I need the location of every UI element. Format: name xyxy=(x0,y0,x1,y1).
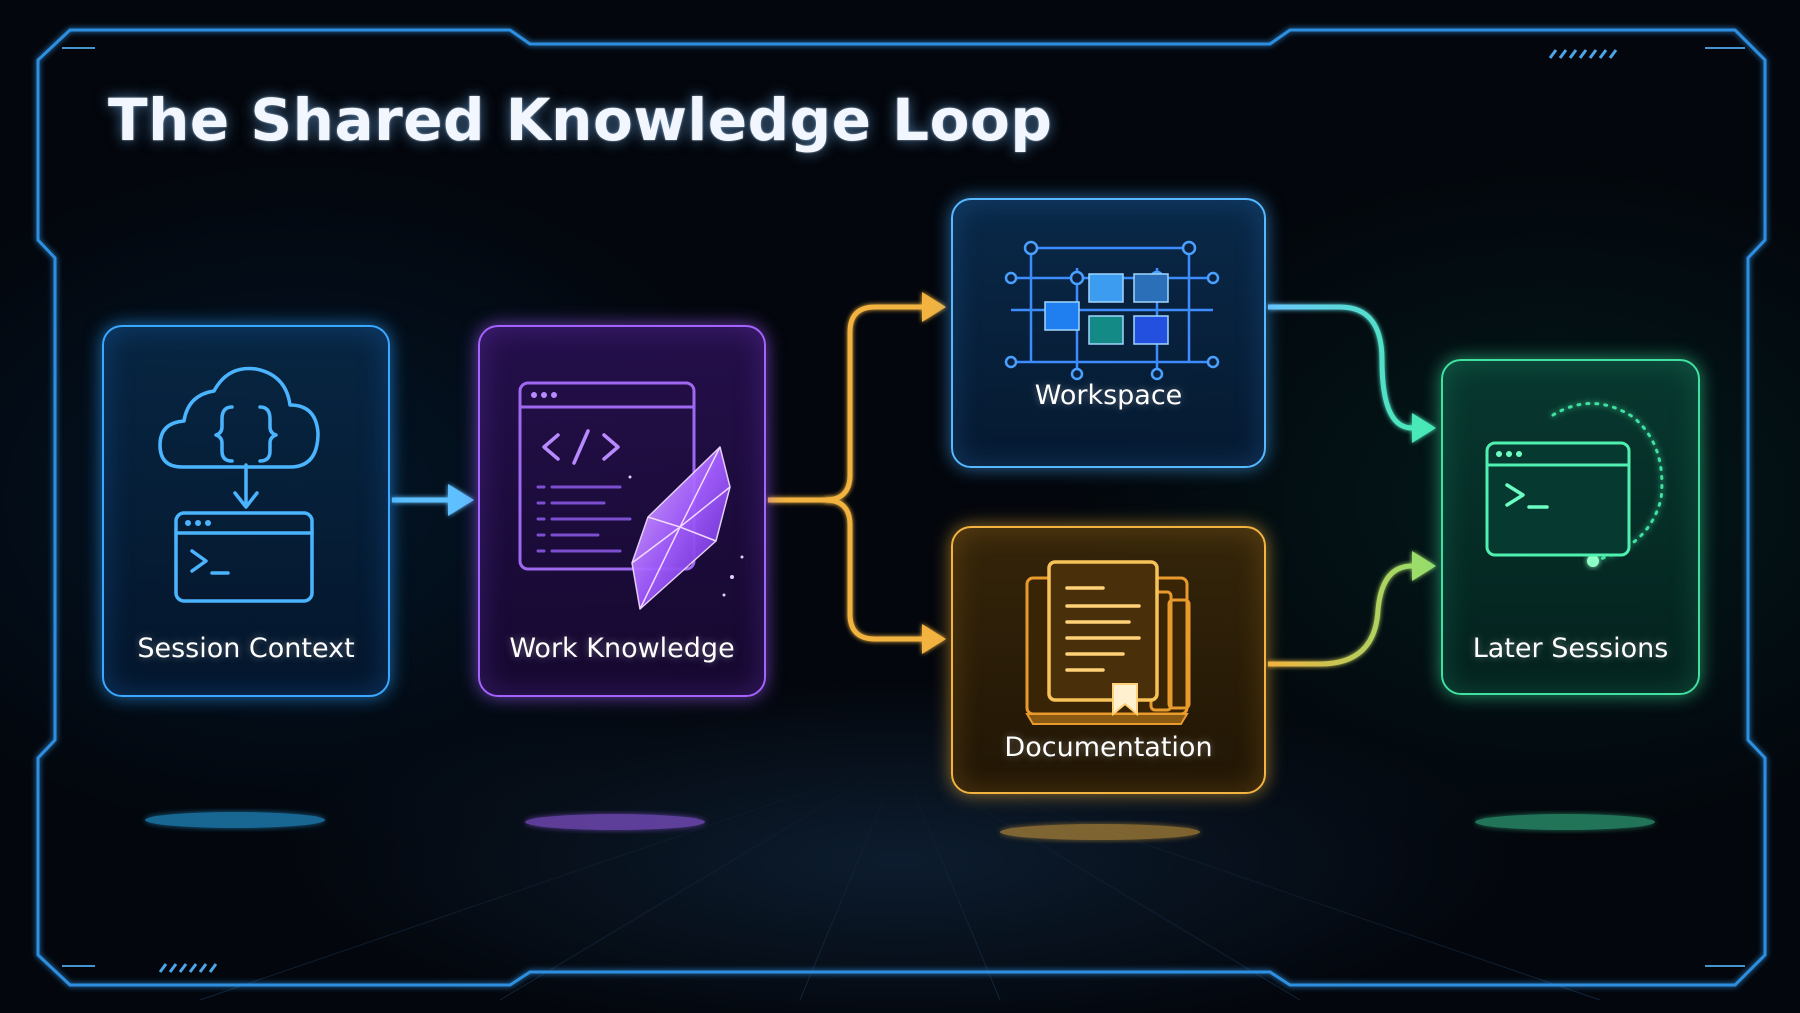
arrow-documentation-to-later xyxy=(1268,551,1436,667)
node-workspace: Workspace xyxy=(951,198,1266,468)
arrow-work-to-workspace xyxy=(768,292,946,503)
arrow-session-to-work xyxy=(392,484,474,516)
node-label: Work Knowledge xyxy=(509,633,735,664)
cloud-to-terminal-icon xyxy=(158,366,320,603)
document-stack-icon xyxy=(1025,560,1191,725)
node-label: Session Context xyxy=(137,633,355,664)
node-later-sessions: Later Sessions xyxy=(1441,359,1700,695)
arrow-work-to-documentation xyxy=(824,497,946,654)
page-title: The Shared Knowledge Loop xyxy=(108,86,1053,154)
node-session-context: Session Context xyxy=(102,325,390,697)
node-work-knowledge: Work Knowledge xyxy=(478,325,766,697)
node-documentation: Documentation xyxy=(951,526,1266,794)
node-label: Documentation xyxy=(1004,732,1213,763)
workspace-grid-icon xyxy=(1004,240,1220,381)
terminal-refresh-icon xyxy=(1485,402,1664,567)
arrow-workspace-to-later xyxy=(1268,304,1436,443)
node-label: Later Sessions xyxy=(1472,633,1669,664)
code-window-crystal-icon xyxy=(518,381,744,610)
node-label: Workspace xyxy=(1034,380,1183,411)
